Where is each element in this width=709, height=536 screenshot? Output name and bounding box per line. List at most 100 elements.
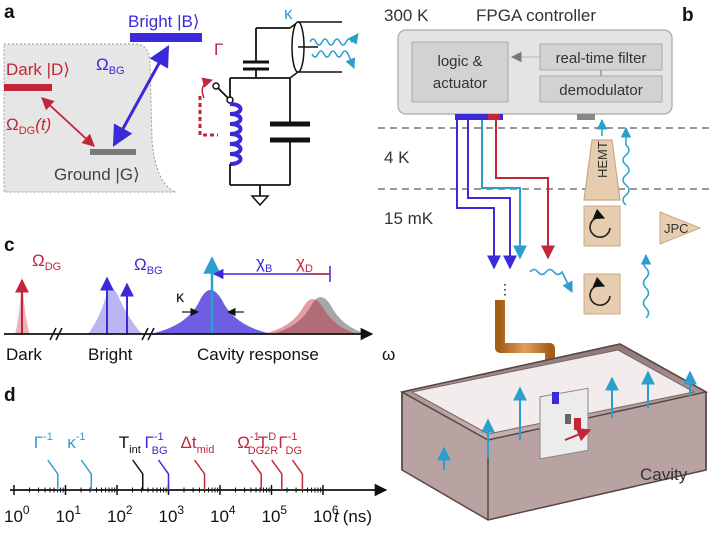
- control-line: [198, 96, 218, 137]
- timescale-marker: [193, 459, 206, 490]
- tick-label: 103: [159, 503, 185, 526]
- omega-bg-transition-arrow: [112, 45, 170, 147]
- input-port: [577, 114, 595, 120]
- realtime-filter-label: real-time filter: [556, 50, 647, 67]
- jpc-label: JPC: [664, 221, 689, 236]
- timescale-marker: [291, 459, 304, 490]
- bright-axis-label: Bright: [88, 345, 133, 364]
- gamma-label: Γ: [214, 40, 223, 59]
- dark-axis-label: Dark: [6, 345, 42, 364]
- jpc-amplifier: [659, 211, 702, 245]
- cavity-response-label: Cavity response: [197, 345, 319, 364]
- chip-red-arrow: [564, 428, 592, 442]
- ground-state-label: Ground |G⟩: [54, 165, 140, 184]
- ground-symbol: [250, 195, 270, 207]
- axis-break: [49, 327, 63, 341]
- omega-axis-label: ω: [382, 345, 395, 364]
- input-signal-wave: [529, 268, 573, 294]
- time-axis-label: t(ns): [334, 507, 372, 526]
- timescale-marker: [80, 459, 92, 490]
- chip-element-red: [574, 418, 581, 430]
- panel-d-label: d: [4, 385, 16, 406]
- demodulator-label: demodulator: [559, 82, 642, 99]
- control-line-cyan: [481, 120, 527, 260]
- panel-a-label: a: [4, 2, 15, 23]
- timescale-marker: [157, 459, 170, 490]
- tick-label: 104: [210, 503, 236, 526]
- tick-label: 101: [56, 503, 82, 526]
- cavity: Cavity: [399, 343, 709, 521]
- ellipsis: ⋮: [498, 281, 512, 297]
- tick-label: 105: [262, 503, 288, 526]
- timescale-label: Tint: [119, 433, 141, 456]
- timescale-marker: [271, 459, 283, 490]
- time-axis-ticks: 100 101 102 103 104 105 106: [4, 485, 339, 526]
- omega-dg-transition-arrow: [41, 97, 95, 147]
- timescale-marker: [250, 459, 262, 490]
- bright-level: [130, 33, 202, 42]
- bright-peak: [88, 288, 142, 334]
- temperature-300k: 300 K: [384, 6, 429, 25]
- panel-c: c ΩDG ΩBG χB χD κ Dark Bright Cavity res…: [4, 235, 395, 364]
- control-line-blue-1: [456, 120, 501, 270]
- timescale-label: κ-1: [67, 431, 85, 452]
- controller-title: FPGA controller: [476, 6, 596, 25]
- switch-contact: [212, 82, 220, 90]
- control-line-blue-2: [467, 120, 517, 270]
- qubit-circuit: Γ κ: [198, 4, 359, 207]
- panel-c-label: c: [4, 235, 15, 256]
- demodulator-block: [539, 75, 663, 103]
- output-port-blue: [455, 114, 503, 120]
- omega-bg-label: ΩBG: [96, 55, 125, 77]
- cavity-dark-response: [262, 299, 358, 334]
- switch-red-arrow: [201, 77, 214, 99]
- circulator-1-arrow: [589, 208, 611, 238]
- omega-dg-c-label: ΩDG: [32, 251, 61, 273]
- timescale-marker: [132, 459, 144, 490]
- cavity-ground-response: [270, 297, 368, 334]
- actuator-label: actuator: [433, 75, 487, 92]
- tick-label: 102: [107, 503, 133, 526]
- temperature-4k: 4 K: [384, 148, 410, 167]
- omega-bg-c-label: ΩBG: [134, 255, 163, 277]
- logic-label: logic &: [437, 53, 482, 70]
- dark-state-label: Dark |D⟩: [6, 60, 70, 79]
- tick-label: 106: [313, 503, 339, 526]
- kappa-label: κ: [284, 4, 293, 23]
- pump-wave: [640, 253, 652, 319]
- timescale-marker: [47, 459, 59, 490]
- emitted-photon-wave: [309, 33, 359, 46]
- ground-level: [90, 149, 136, 155]
- chip-element-gray: [565, 414, 571, 424]
- hemt-amplifier: [583, 139, 621, 201]
- output-port-red: [488, 114, 500, 120]
- circulator-2-arrow: [589, 276, 611, 306]
- logic-actuator-block: [411, 41, 509, 103]
- panel-b: b 300 K FPGA controller logic & actuator…: [378, 5, 709, 521]
- chip-element-blue: [552, 392, 559, 404]
- chi-b-label: χB: [256, 253, 272, 275]
- timescale-label: Δtmid: [181, 433, 215, 456]
- temperature-15mk: 15 mK: [384, 209, 434, 228]
- panel-a: a Bright |B⟩ Dark |D⟩ Ground |G⟩ ΩBG ΩDG…: [3, 2, 359, 207]
- panel-b-label: b: [682, 5, 694, 26]
- hemt-label: HEMT: [595, 141, 610, 178]
- cavity-label: Cavity: [640, 465, 688, 484]
- dark-level: [4, 84, 52, 91]
- emitted-photon-wave: [311, 50, 356, 69]
- chi-d-label: χD: [296, 253, 313, 275]
- control-line-red: [495, 120, 555, 260]
- tick-label: 100: [4, 503, 30, 526]
- omega-dg-label: ΩDG(t): [6, 115, 51, 137]
- inductor-coil: [229, 102, 243, 166]
- axis-break: [141, 327, 155, 341]
- kappa-width-label: κ: [176, 289, 185, 306]
- bright-state-label: Bright |B⟩: [128, 12, 200, 31]
